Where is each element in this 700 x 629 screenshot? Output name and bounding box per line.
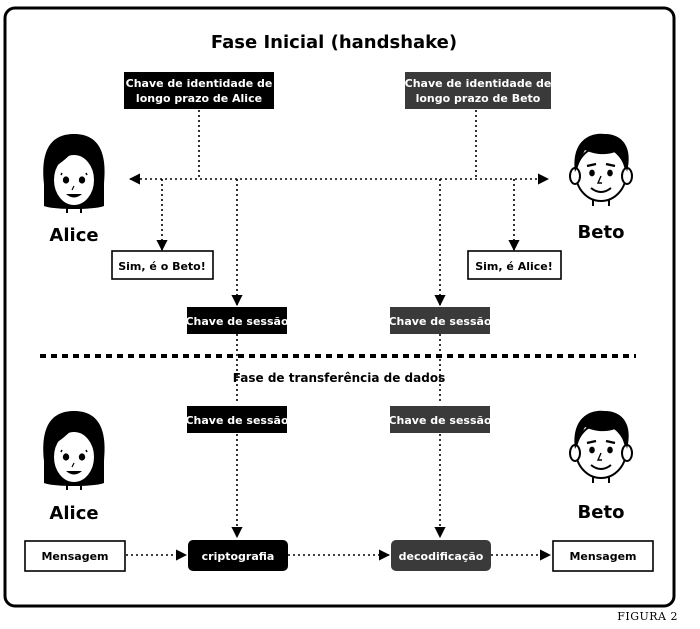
beto-avatar-bottom: [568, 409, 634, 485]
alice-confirmation-box: Sim, é o Beto!: [111, 250, 214, 280]
beto-session-key-box-top: Chave de sessão: [388, 307, 492, 334]
alice-avatar-bottom: [42, 410, 106, 491]
beto-name-top: Beto: [578, 222, 625, 243]
alice-confirmation-text: Sim, é o Beto!: [118, 260, 206, 273]
beto-session-key-text-bottom: Chave de sessão: [388, 414, 491, 427]
beto-identity-key-line1: Chave de identidade de: [405, 77, 552, 90]
beto-message-box: Mensagem: [552, 540, 654, 572]
diagram-title: Fase Inicial (handshake): [211, 32, 457, 53]
alice-session-key-box-bottom: Chave de sessão: [185, 406, 289, 433]
beto-session-key-text-top: Chave de sessão: [388, 315, 491, 328]
decrypt-text: decodificação: [399, 550, 484, 563]
alice-session-key-text-top: Chave de sessão: [185, 315, 288, 328]
alice-identity-key-line2: longo prazo de Alice: [136, 92, 262, 105]
alice-identity-key-line1: Chave de identidade de: [126, 77, 273, 90]
transfer-connectors: [126, 434, 552, 561]
alice-name-bottom: Alice: [49, 503, 98, 524]
encrypt-text: criptografia: [202, 550, 275, 563]
decrypt-box: decodificação: [391, 540, 491, 571]
beto-name-bottom: Beto: [578, 502, 625, 523]
transfer-phase-label: Fase de transferência de dados: [233, 371, 445, 385]
encrypt-box: criptografia: [188, 540, 288, 571]
beto-message-text: Mensagem: [569, 550, 636, 563]
handshake-connectors: [128, 110, 550, 307]
beto-identity-key-line2: longo prazo de Beto: [416, 92, 541, 105]
alice-identity-key-box: Chave de identidade de longo prazo de Al…: [124, 72, 274, 109]
beto-identity-key-box: Chave de identidade de longo prazo de Be…: [405, 72, 552, 109]
alice-name-top: Alice: [49, 225, 98, 246]
beto-avatar-top: [568, 132, 634, 208]
alice-message-text: Mensagem: [41, 550, 108, 563]
alice-message-box: Mensagem: [24, 540, 126, 572]
beto-confirmation-box: Sim, é Alice!: [467, 250, 562, 280]
diagram-frame: [3, 6, 676, 608]
beto-confirmation-text: Sim, é Alice!: [475, 260, 553, 273]
figure-caption: FIGURA 2: [617, 610, 678, 623]
beto-session-key-box-bottom: Chave de sessão: [388, 406, 492, 433]
alice-session-key-text-bottom: Chave de sessão: [185, 414, 288, 427]
alice-avatar-top: [42, 133, 106, 214]
alice-session-key-box-top: Chave de sessão: [185, 307, 289, 334]
